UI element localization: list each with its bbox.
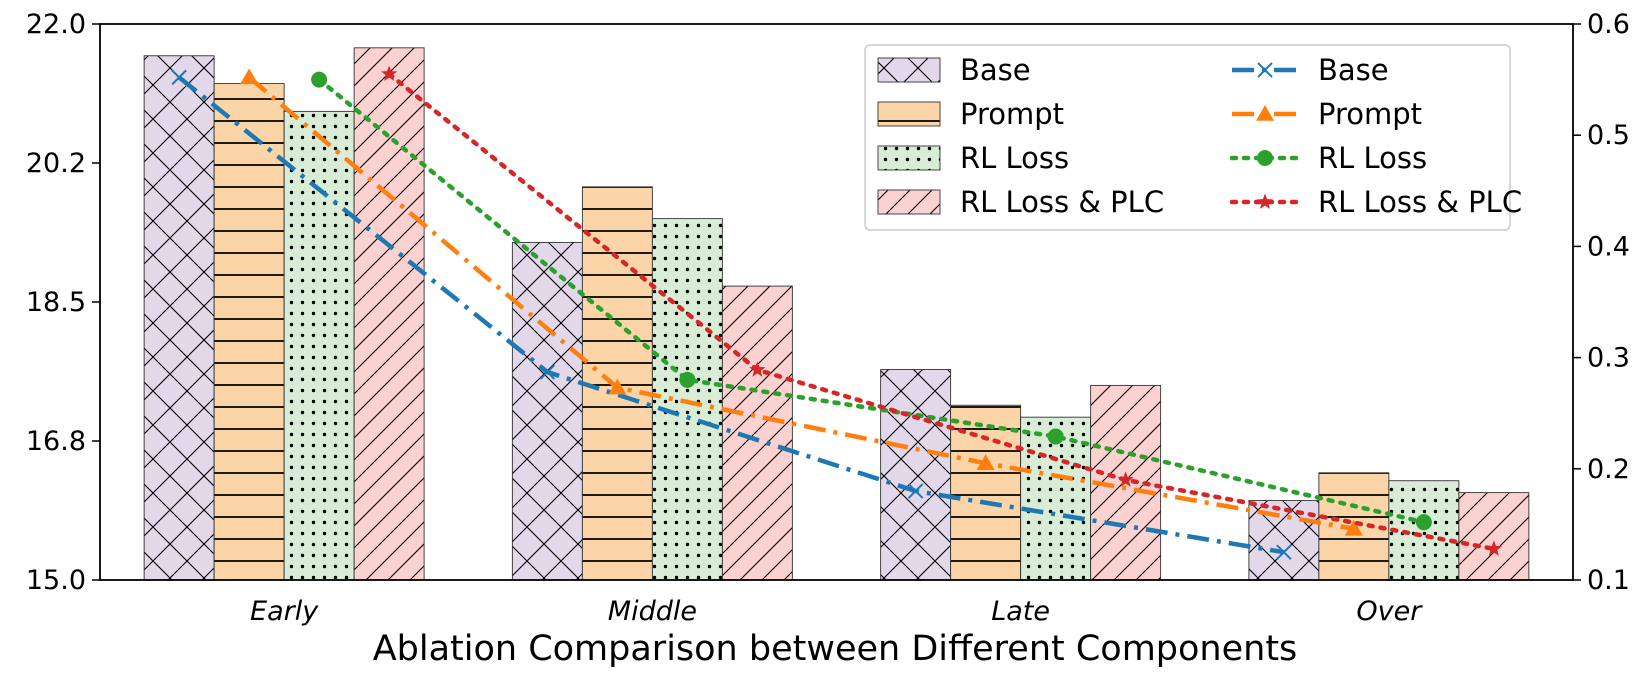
axes-layer: 15.0 16.8 18.5 20.2 22.0 0.1 0.2 0.3 0.4 0.5 0.6Ea… [26, 9, 1630, 627]
legend-marker-rl-loss-and-plc [1256, 193, 1274, 209]
bar-hatch-rl-loss-middle [651, 218, 723, 581]
legend-label-bar-prompt: Prompt [960, 97, 1064, 131]
y-right-tick-label: 0.6 [1587, 9, 1630, 40]
bar-hatch-rl-loss-early [283, 110, 355, 581]
bar-hatch-rl-loss-and-plc-over [1458, 492, 1530, 581]
marker-rl-loss-and-plc-over [1485, 540, 1502, 556]
bar-hatch-base-middle [511, 241, 583, 581]
marker-rl-loss-middle [679, 371, 696, 388]
x-category-label: Late [991, 596, 1050, 627]
bar-hatch-prompt-early [213, 83, 285, 581]
legend-label-bar-base: Base [960, 53, 1031, 87]
y-left-tick-label: 16.8 [26, 426, 86, 457]
legend-label-line-prompt: Prompt [1318, 97, 1422, 131]
marker-rl-loss-and-plc-late [1117, 471, 1134, 487]
bar-hatch-rl-loss-and-plc-middle [721, 285, 793, 581]
marker-rl-loss-over [1415, 514, 1432, 531]
x-category-label: Middle [608, 596, 697, 627]
legend-label-bar-rl-loss: RL Loss [960, 141, 1069, 175]
marker-prompt-middle [608, 378, 627, 395]
marker-prompt-early [240, 68, 259, 85]
legend-frame [864, 44, 1511, 231]
y-left-tick-label: 20.2 [26, 148, 86, 179]
legend-marker-prompt [1256, 105, 1274, 121]
legend-label-bar-rl-loss-and-plc: RL Loss & PLC [960, 185, 1164, 219]
marker-rl-loss-and-plc-middle [749, 361, 766, 377]
marker-rl-loss-early [311, 71, 328, 88]
marker-prompt-late [976, 454, 995, 470]
x-category-label: Over [1356, 596, 1423, 627]
y-right-tick-label: 0.4 [1587, 231, 1630, 262]
x-category-label: Early [250, 596, 319, 627]
legend-label-line-rl-loss-and-plc: RL Loss & PLC [1318, 185, 1522, 219]
legend-marker-base [1257, 62, 1273, 78]
x-axis-title: Ablation Comparison between Different Co… [373, 629, 1298, 669]
bar-hatch-rl-loss-and-plc-early [353, 47, 425, 581]
y-left-tick-label: 15.0 [26, 565, 86, 596]
marker-prompt-over [1344, 519, 1363, 536]
line-series-base [171, 69, 1292, 560]
legend-label-line-base: Base [1318, 53, 1389, 87]
bar-hatch-base-early [143, 55, 215, 581]
marker-rl-loss-late [1047, 428, 1064, 445]
bar-hatch-rl-loss-over [1388, 480, 1460, 581]
y-left-tick-label: 18.5 [26, 287, 86, 318]
legend-swatch-bar-hatch-base [877, 57, 941, 83]
line-series-rl-loss-and-plc [381, 65, 1502, 556]
line-rl-loss [316, 77, 1427, 525]
line-prompt [247, 75, 1355, 532]
marker-base-over [1276, 544, 1292, 560]
line-series-prompt [240, 68, 1363, 536]
legend-marker-rl-loss [1257, 150, 1273, 166]
legend-swatch-bar-hatch-rl-loss-and-plc [877, 189, 941, 215]
y-right-tick-label: 0.2 [1587, 454, 1630, 485]
lines-layer [171, 65, 1502, 560]
marker-rl-loss-and-plc-early [381, 65, 398, 81]
marker-base-early [171, 69, 187, 86]
legend-swatch-bar-hatch-prompt [877, 101, 941, 127]
bar-hatch-base-late [880, 369, 952, 581]
y-right-tick-label: 0.3 [1587, 343, 1630, 374]
line-rl-loss-and-plc [386, 71, 1497, 552]
legend-label-line-rl-loss: RL Loss [1318, 141, 1427, 175]
legend-swatch-bar-hatch-rl-loss [877, 145, 941, 171]
marker-base-middle [539, 364, 556, 380]
bar-series-base [143, 55, 1320, 581]
y-right-tick-label: 0.5 [1587, 120, 1630, 151]
y-left-tick-label: 22.0 [26, 9, 86, 40]
line-series-rl-loss [311, 71, 1432, 531]
y-right-tick-label: 0.1 [1587, 565, 1630, 596]
marker-base-late [907, 483, 924, 499]
